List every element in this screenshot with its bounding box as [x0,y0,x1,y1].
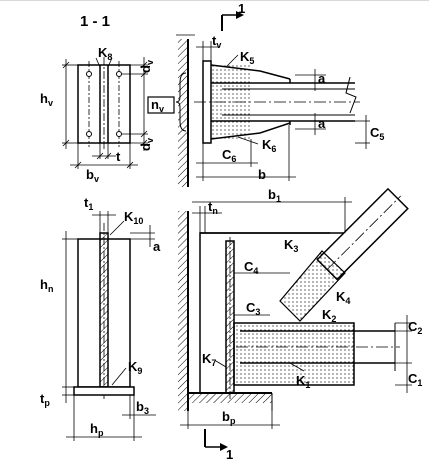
label-a-top: a [318,71,326,86]
label-K3: K3 [284,237,298,254]
label-dv-top: dv [138,60,155,73]
label-C1: C1 [408,371,422,388]
label-a-bottom: a [318,116,326,131]
label-C2: C2 [408,319,422,336]
label-K7: K7 [202,351,216,368]
label-C4: C4 [244,259,258,276]
label-hp: hp [90,421,104,438]
label-dv-bottom: dv [138,138,155,151]
label-nv: nv [151,97,164,114]
label-b: b [258,167,266,182]
label-bv: bv [86,167,99,184]
label-tp: tp [40,391,50,408]
label-t1: t1 [84,195,93,212]
label-hn: hn [40,277,53,294]
label-K9: K9 [128,359,142,376]
label-K1: K1 [296,373,310,390]
label-K8: K8 [98,45,112,62]
section-title: 1 - 1 [80,13,110,30]
section-marker-bottom [204,429,228,451]
top-left-plate-view [62,57,148,169]
nv-box [147,96,175,114]
label-tn: tn [208,199,218,216]
top-right-connection-view [175,34,370,187]
label-hv: hv [40,91,53,108]
label-C3: C3 [246,300,260,317]
label-a: a [153,239,161,254]
section-mark-top: 1 [238,1,245,16]
bottom-left-stiffener-view [62,211,156,441]
label-K5: K5 [240,49,254,66]
label-bp: bp [222,409,236,426]
section-marker-top [221,11,244,31]
label-b3: b3 [136,399,149,416]
label-b1: b1 [268,187,281,204]
label-C6: C6 [222,147,236,164]
label-K6: K6 [262,137,276,154]
label-K4: K4 [336,289,350,306]
label-K2: K2 [322,307,336,324]
bottom-right-joint-view [178,187,412,429]
label-C5: C5 [370,125,384,142]
section-mark-bottom: 1 [226,447,233,462]
label-K10: K10 [124,209,143,226]
label-t: t [116,149,121,164]
label-tv: tv [212,33,221,50]
